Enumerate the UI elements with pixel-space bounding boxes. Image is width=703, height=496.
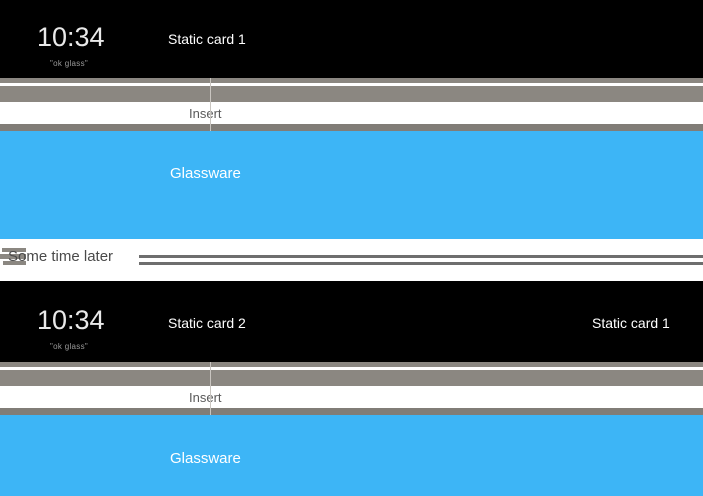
static-card-2-label-row-2: Static card 2 bbox=[168, 315, 246, 331]
home-card-row-1: 10:34 "ok glass" Static card 1 bbox=[0, 0, 703, 78]
glassware-label-2: Glassware bbox=[170, 450, 241, 467]
ok-glass-hotword-2: "ok glass" bbox=[50, 342, 89, 351]
clock-time-2: 10:34 bbox=[37, 305, 105, 335]
timeline-bar-main-1 bbox=[0, 86, 703, 102]
insert-row-2[interactable]: Insert bbox=[0, 386, 703, 408]
insert-connector-bottom-2 bbox=[210, 386, 211, 415]
ok-glass-hotword-1: "ok glass" bbox=[50, 59, 89, 68]
timeline-bar-main-2 bbox=[0, 370, 703, 386]
insert-connector-top-1 bbox=[210, 78, 211, 102]
timeline-bar-top-2 bbox=[0, 362, 703, 367]
glassware-label-1: Glassware bbox=[170, 165, 241, 182]
clock-time-1: 10:34 bbox=[37, 22, 105, 52]
timeline-bar-bottom-2 bbox=[0, 408, 703, 415]
home-card-row-2: 10:34 "ok glass" Static card 2 Static ca… bbox=[0, 281, 703, 362]
timeline-stack-icon bbox=[0, 248, 26, 268]
glassware-card-2: Glassware bbox=[0, 415, 703, 496]
static-card-1-label-row-1: Static card 1 bbox=[168, 31, 246, 47]
insert-connector-bottom-1 bbox=[210, 102, 211, 131]
static-card-1-label-row-2: Static card 1 bbox=[592, 315, 670, 331]
timeline-gap-1 bbox=[0, 83, 703, 86]
timeline-bar-top-1 bbox=[0, 78, 703, 83]
insert-label-1: Insert bbox=[189, 106, 222, 121]
divider-line-upper bbox=[139, 255, 703, 258]
glassware-card-1: Glassware bbox=[0, 131, 703, 239]
some-time-later-label: Some time later bbox=[8, 248, 114, 265]
timeline-gap-2 bbox=[0, 367, 703, 370]
divider-line-lower bbox=[139, 262, 703, 265]
insert-label-2: Insert bbox=[189, 390, 222, 405]
timeline-bar-bottom-1 bbox=[0, 124, 703, 131]
insert-connector-top-2 bbox=[210, 362, 211, 386]
insert-row-1[interactable]: Insert bbox=[0, 102, 703, 124]
some-time-later-divider: Some time later bbox=[0, 239, 703, 281]
